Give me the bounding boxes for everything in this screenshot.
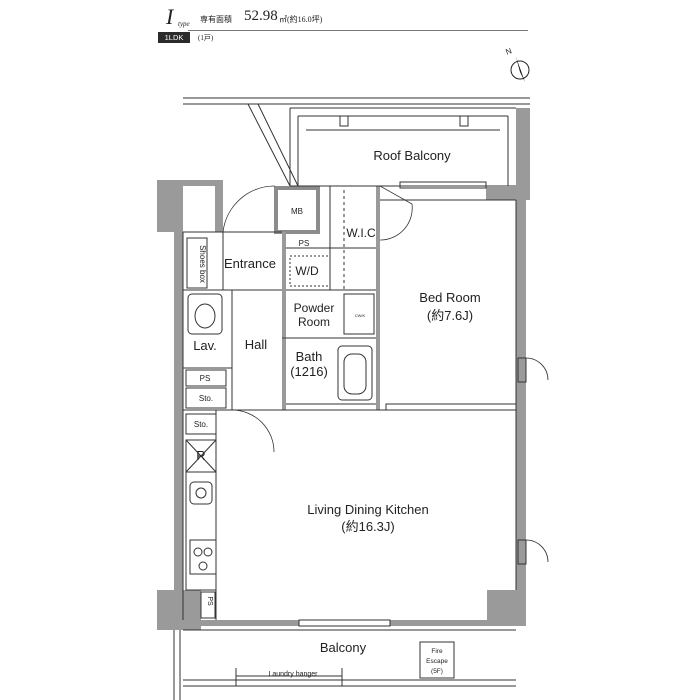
ps-top-label: PS bbox=[299, 239, 310, 248]
interior-lines bbox=[173, 181, 527, 700]
area-unit: ㎡(約16.0坪) bbox=[279, 15, 323, 24]
fire-escape-label-2: Escape bbox=[426, 658, 448, 665]
bath-label-1: Bath bbox=[296, 349, 323, 364]
header-divider bbox=[188, 30, 528, 31]
bed-room-label-1: Bed Room bbox=[419, 290, 480, 305]
roof-balcony-label: Roof Balcony bbox=[373, 148, 451, 163]
door-swings bbox=[222, 185, 549, 563]
wic-label: W.I.C bbox=[346, 226, 376, 240]
shoes-box-label: Shoes box bbox=[198, 245, 207, 283]
sto-1-label: Sto. bbox=[199, 394, 213, 403]
hall-label: Hall bbox=[245, 337, 268, 352]
ldk-label-1: Living Dining Kitchen bbox=[307, 502, 428, 517]
fridge-label: R bbox=[196, 448, 205, 463]
powder-room-label-2: Room bbox=[298, 315, 330, 329]
walls bbox=[157, 108, 530, 630]
fire-escape-label-3: (5F) bbox=[431, 668, 443, 675]
balcony-label: Balcony bbox=[320, 640, 367, 655]
fire-escape-label-1: Fire bbox=[431, 648, 443, 655]
entrance-label: Entrance bbox=[224, 256, 276, 271]
powder-room-label-1: Powder bbox=[294, 301, 335, 315]
layout-badge: 1LDK bbox=[158, 32, 190, 43]
bed-room-label-2: (約7.6J) bbox=[427, 308, 473, 323]
compass-north-label: N bbox=[504, 46, 513, 57]
type-word: type bbox=[178, 20, 190, 28]
plan-header: I type 専有面積 52.98 ㎡(約16.0坪) 1LDK (1戸) bbox=[158, 4, 528, 43]
ps-mid-label: PS bbox=[200, 374, 211, 383]
cw-label: CW/K bbox=[355, 313, 366, 318]
type-letter: I bbox=[166, 4, 174, 29]
sto-2-label: Sto. bbox=[194, 420, 208, 429]
mb-label: MB bbox=[291, 207, 303, 216]
area-value: 52.98 bbox=[244, 8, 278, 24]
ps-kitchen-label: PS bbox=[206, 596, 213, 606]
compass-icon: N bbox=[504, 46, 530, 82]
units-count: (1戸) bbox=[198, 34, 214, 42]
roof-balcony-structure bbox=[183, 97, 530, 187]
wd-label: W/D bbox=[295, 264, 319, 278]
ldk-label-2: (約16.3J) bbox=[341, 519, 394, 534]
bath-label-2: (1216) bbox=[290, 364, 328, 379]
room-labels: Roof Balcony MB PS W.I.C Shoes box Entra… bbox=[193, 148, 481, 678]
area-label: 専有面積 bbox=[200, 15, 232, 24]
lav-label: Lav. bbox=[193, 338, 217, 353]
laundry-hanger-label: Laundry hanger bbox=[268, 671, 318, 678]
